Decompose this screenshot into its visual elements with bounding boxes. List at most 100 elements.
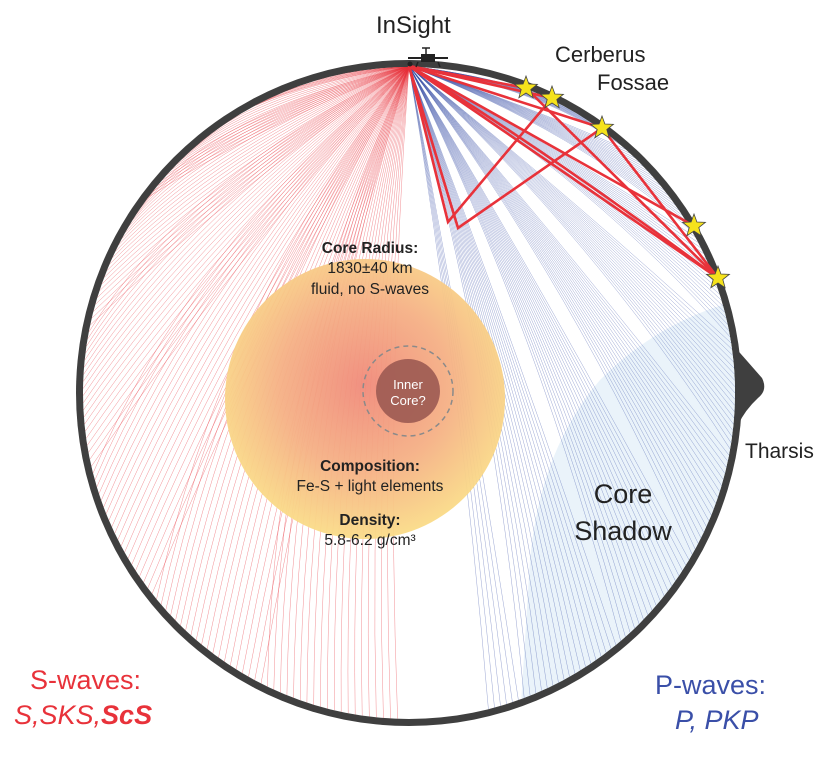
scs-phase-label: ScS — [101, 700, 153, 730]
p-wave-ray — [408, 67, 735, 369]
p-wave-ray — [408, 67, 712, 516]
p-wave-ray — [408, 67, 669, 592]
insight-label: InSight — [376, 12, 451, 39]
p-wave-ray — [408, 67, 607, 653]
scs-ray — [408, 64, 695, 228]
p-wave-ray — [408, 67, 728, 462]
s-wave-ray — [101, 67, 410, 285]
s-wave-ray — [176, 67, 410, 165]
s-wave-ray — [118, 67, 410, 246]
s-wave-ray — [106, 67, 410, 272]
s-wave-ray — [88, 67, 410, 453]
s-wave-ray — [85, 67, 410, 432]
core-radius-value: 1830±40 km — [327, 260, 413, 277]
p-wave-ray — [408, 67, 617, 645]
core-shadow-label-1: Core — [594, 479, 653, 509]
outer-core — [225, 259, 505, 539]
s-wave-ray — [83, 67, 410, 404]
inner-core-boundary — [362, 345, 454, 437]
p-wave-ray — [408, 67, 696, 550]
p-wave-ray — [408, 67, 631, 633]
p-wave-ray — [408, 67, 661, 601]
p-wave-ray — [408, 67, 621, 641]
p-wave-ray — [408, 67, 735, 400]
p-wave-ray — [408, 67, 735, 419]
p-wave-ray — [408, 67, 735, 381]
s-wave-ray — [98, 67, 410, 494]
s-wave-ray — [152, 67, 410, 192]
lander-icon — [407, 47, 448, 68]
p-wave-ray — [408, 67, 734, 431]
s-wave-ray — [171, 67, 410, 170]
p-wave-ray — [408, 67, 602, 657]
s-wave-ray — [86, 67, 410, 446]
scs-ray — [408, 64, 719, 280]
p-wave-ray — [408, 67, 730, 456]
fossae-label: Fossae — [597, 70, 670, 95]
s-wave-ray — [115, 67, 410, 252]
s-wave-ray — [111, 67, 410, 527]
p-wave-ray — [408, 67, 726, 474]
p-wave-ray — [408, 67, 714, 510]
density-value: 5.8-6.2 g/cm³ — [324, 532, 416, 549]
scs-ray — [408, 64, 603, 130]
s-wave-ray — [89, 67, 410, 326]
s-wave-ray — [95, 67, 410, 305]
s-wave-ray — [89, 67, 410, 460]
p-wave-ray — [408, 67, 586, 668]
p-wave-ray — [408, 67, 734, 362]
p-wave-ray — [408, 67, 704, 533]
p-wave-ray — [408, 67, 683, 571]
p-wave-ray — [408, 67, 672, 587]
s-wave-ray — [268, 67, 410, 100]
s-wave-ray — [131, 67, 410, 565]
star-icon — [513, 74, 539, 99]
s-wave-ray — [92, 67, 410, 474]
s-wave-ray — [166, 67, 410, 176]
scs-ray — [525, 87, 719, 279]
s-wave-ray — [157, 67, 410, 186]
s-wave-phase-list: S,SKS, — [14, 700, 102, 730]
composition-value: Fe-S + light elements — [296, 478, 444, 495]
s-wave-ray — [161, 67, 410, 181]
s-wave-ray — [84, 67, 410, 425]
p-wave-ray — [408, 67, 732, 444]
inner-core-label-1: Inner — [393, 377, 423, 392]
p-wave-ray — [408, 67, 716, 504]
star-icon — [705, 264, 731, 289]
s-wave-ray — [96, 67, 410, 488]
s-wave-ray — [91, 67, 410, 319]
p-wave-ray — [408, 67, 727, 468]
p-wave-ray — [408, 67, 693, 555]
s-wave-ray — [83, 67, 410, 418]
inner-core — [376, 359, 440, 423]
p-wave-ray — [408, 67, 710, 522]
p-wave-ray — [408, 67, 644, 620]
p-wave-ray — [408, 67, 724, 480]
p-wave-ray — [408, 67, 720, 492]
s-wave-ray — [103, 67, 410, 278]
density-title: Density: — [339, 512, 401, 529]
star-icon — [681, 212, 707, 237]
p-wave-ray — [408, 67, 665, 596]
s-wave-ray — [83, 67, 410, 411]
s-wave-ray — [99, 67, 410, 292]
s-wave-ray — [124, 67, 410, 553]
s-wave-ray — [148, 67, 410, 198]
composition-block: Composition: Fe-S + light elements — [240, 458, 500, 497]
p-wave-ray — [408, 67, 635, 629]
p-wave-ray — [408, 67, 592, 664]
p-wave-ray — [408, 67, 581, 671]
p-wave-ray — [408, 67, 734, 425]
p-wave-ray — [408, 67, 597, 661]
star-icon — [539, 84, 565, 109]
s-wave-ray — [186, 67, 410, 155]
p-wave-ray — [408, 67, 733, 356]
p-wave-ray — [408, 67, 687, 566]
marsquake-events — [513, 74, 731, 289]
p-wave-ray — [408, 67, 702, 539]
s-wave-ray — [97, 67, 410, 298]
p-wave-ray — [408, 67, 676, 582]
core-radius-note: fluid, no S-waves — [310, 281, 430, 298]
tharsis-label: Tharsis — [745, 440, 814, 463]
